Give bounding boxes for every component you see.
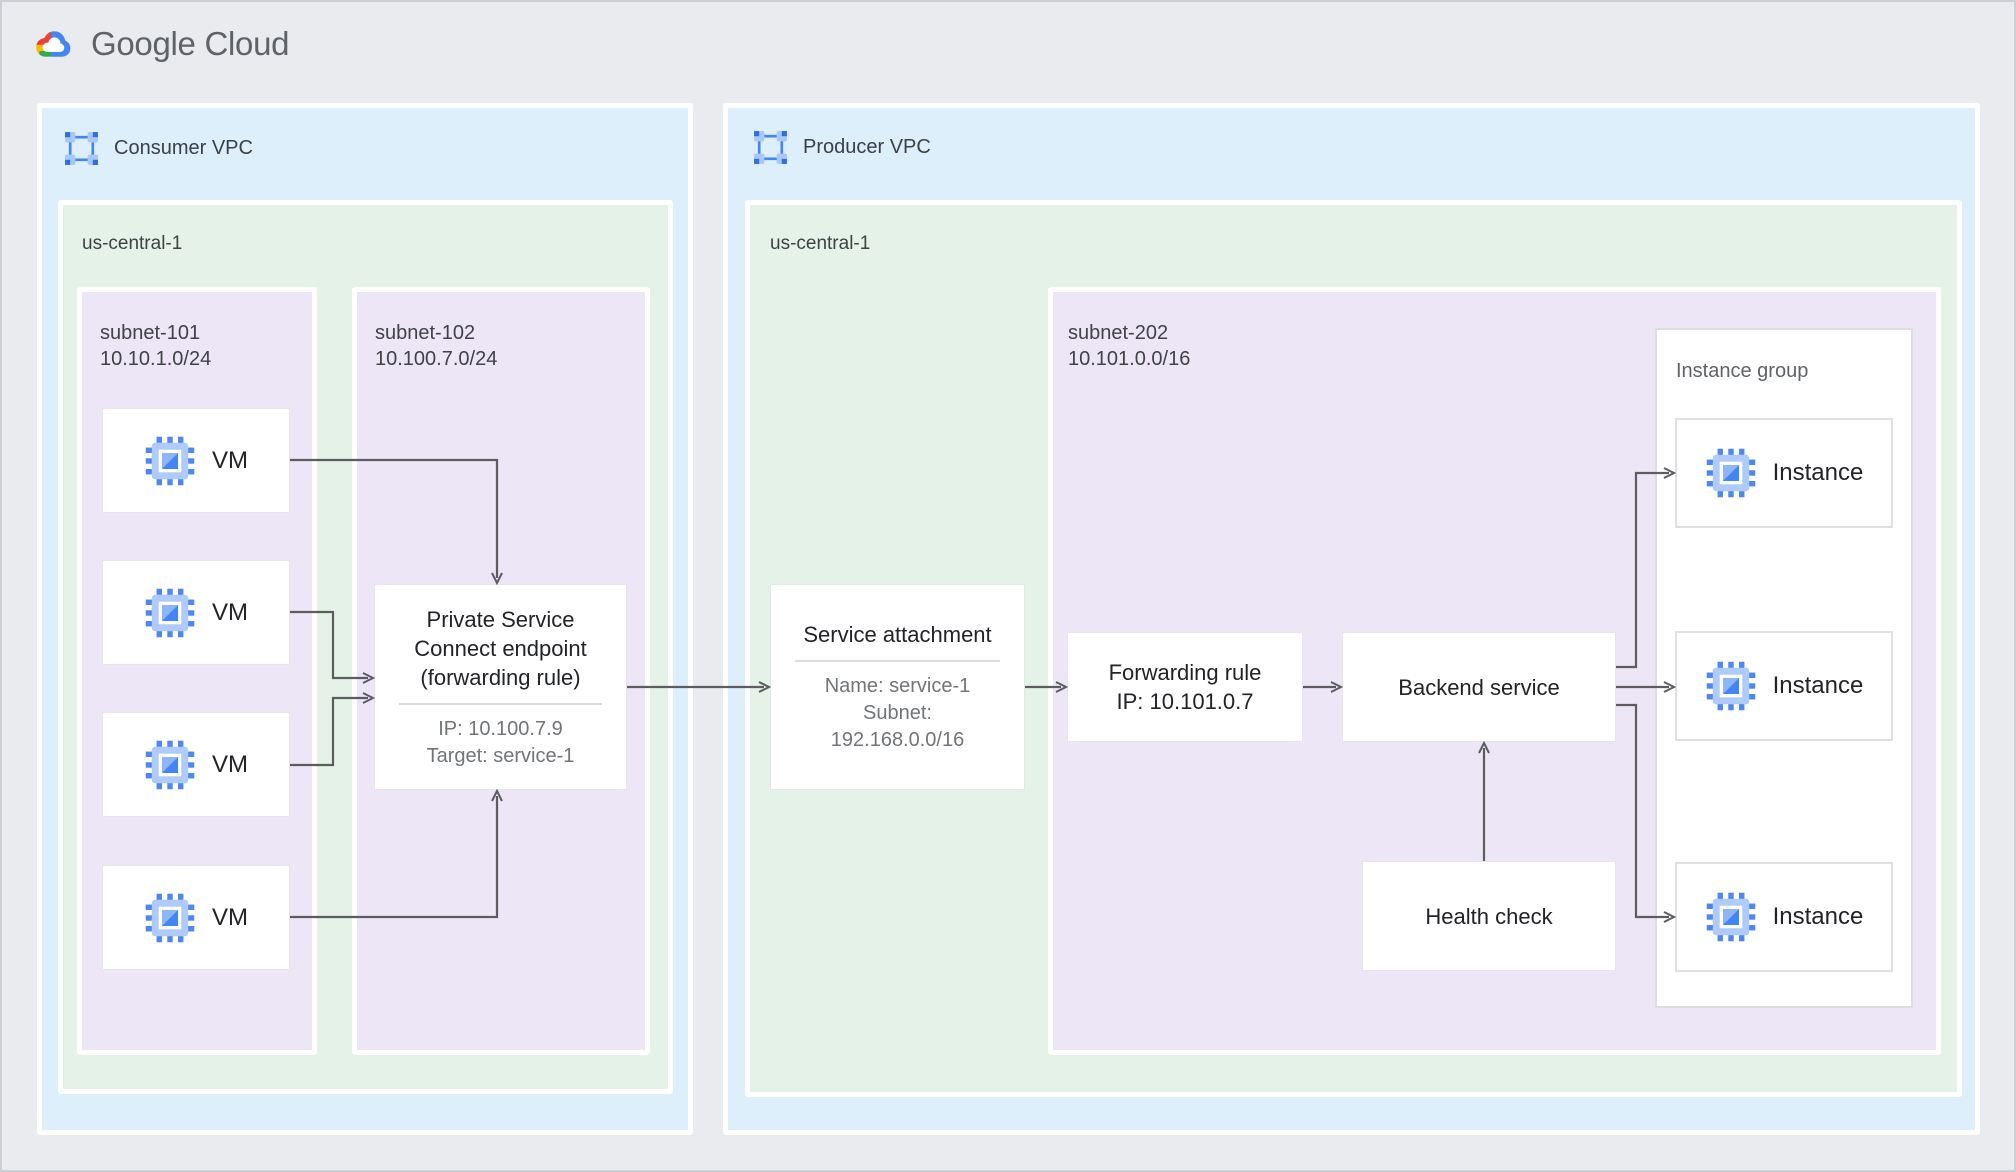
producer-vpc-label: Producer VPC — [803, 136, 931, 158]
instance-node-2: Instance — [1675, 631, 1893, 741]
forwarding-rule-title: Forwarding rule — [1108, 660, 1262, 685]
vm-node-4: VM — [102, 865, 290, 970]
compute-engine-icon — [144, 587, 196, 639]
logo-text: Google Cloud — [91, 25, 290, 62]
producer-vpc-header: Producer VPC — [752, 129, 931, 166]
service-attachment-subnet-cidr: 192.168.0.0/16 — [830, 729, 965, 751]
instance-node-3: Instance — [1675, 862, 1893, 972]
service-attachment-title: Service attachment — [803, 622, 992, 647]
service-attachment-node: Service attachment Name: service-1 Subne… — [770, 584, 1025, 790]
compute-engine-icon — [1705, 660, 1757, 712]
instance-label: Instance — [1772, 903, 1864, 930]
consumer-vpc-header: Consumer VPC — [63, 130, 253, 167]
instance-label: Instance — [1772, 672, 1864, 699]
google-cloud-icon — [36, 31, 71, 57]
health-check-node: Health check — [1362, 861, 1616, 971]
vm-label: VM — [212, 598, 248, 626]
compute-engine-icon — [144, 435, 196, 487]
consumer-region-label: us-central-1 — [82, 233, 183, 254]
service-attachment-subnet-label: Subnet: — [863, 702, 932, 724]
backend-service-label: Backend service — [1398, 674, 1560, 700]
psc-endpoint-target: Target: service-1 — [426, 744, 575, 767]
psc-endpoint-title-line: Private Service — [426, 606, 575, 632]
vm-label: VM — [212, 750, 248, 778]
compute-engine-icon — [144, 739, 196, 791]
compute-engine-icon — [144, 892, 196, 944]
google-cloud-logo: Google Cloud — [30, 25, 290, 63]
instance-node-1: Instance — [1675, 418, 1893, 528]
divider — [399, 702, 602, 705]
vpc-network-icon — [63, 130, 100, 167]
consumer-vpc-label: Consumer VPC — [114, 137, 253, 159]
forwarding-rule-node: Forwarding rule IP: 10.101.0.7 — [1067, 632, 1303, 742]
producer-region-label: us-central-1 — [770, 233, 871, 254]
instance-label: Instance — [1772, 459, 1864, 486]
psc-endpoint-ip: IP: 10.100.7.9 — [438, 717, 563, 740]
vm-node-1: VM — [102, 408, 290, 513]
backend-service-node: Backend service — [1342, 632, 1616, 742]
compute-engine-icon — [1705, 891, 1757, 943]
instance-group-label: Instance group — [1676, 360, 1809, 382]
vm-label: VM — [212, 903, 248, 931]
vpc-network-icon — [752, 129, 789, 166]
vm-node-2: VM — [102, 560, 290, 665]
psc-endpoint-node: Private Service Connect endpoint (forwar… — [374, 584, 627, 790]
compute-engine-icon — [1705, 447, 1757, 499]
divider — [795, 660, 1000, 662]
psc-endpoint-title-line: Connect endpoint — [414, 635, 587, 661]
vm-node-3: VM — [102, 712, 290, 817]
vm-label: VM — [212, 446, 248, 474]
forwarding-rule-ip: IP: 10.101.0.7 — [1116, 689, 1254, 714]
service-attachment-name: Name: service-1 — [824, 675, 971, 697]
health-check-label: Health check — [1425, 903, 1553, 929]
psc-endpoint-title-line: (forwarding rule) — [420, 664, 581, 690]
